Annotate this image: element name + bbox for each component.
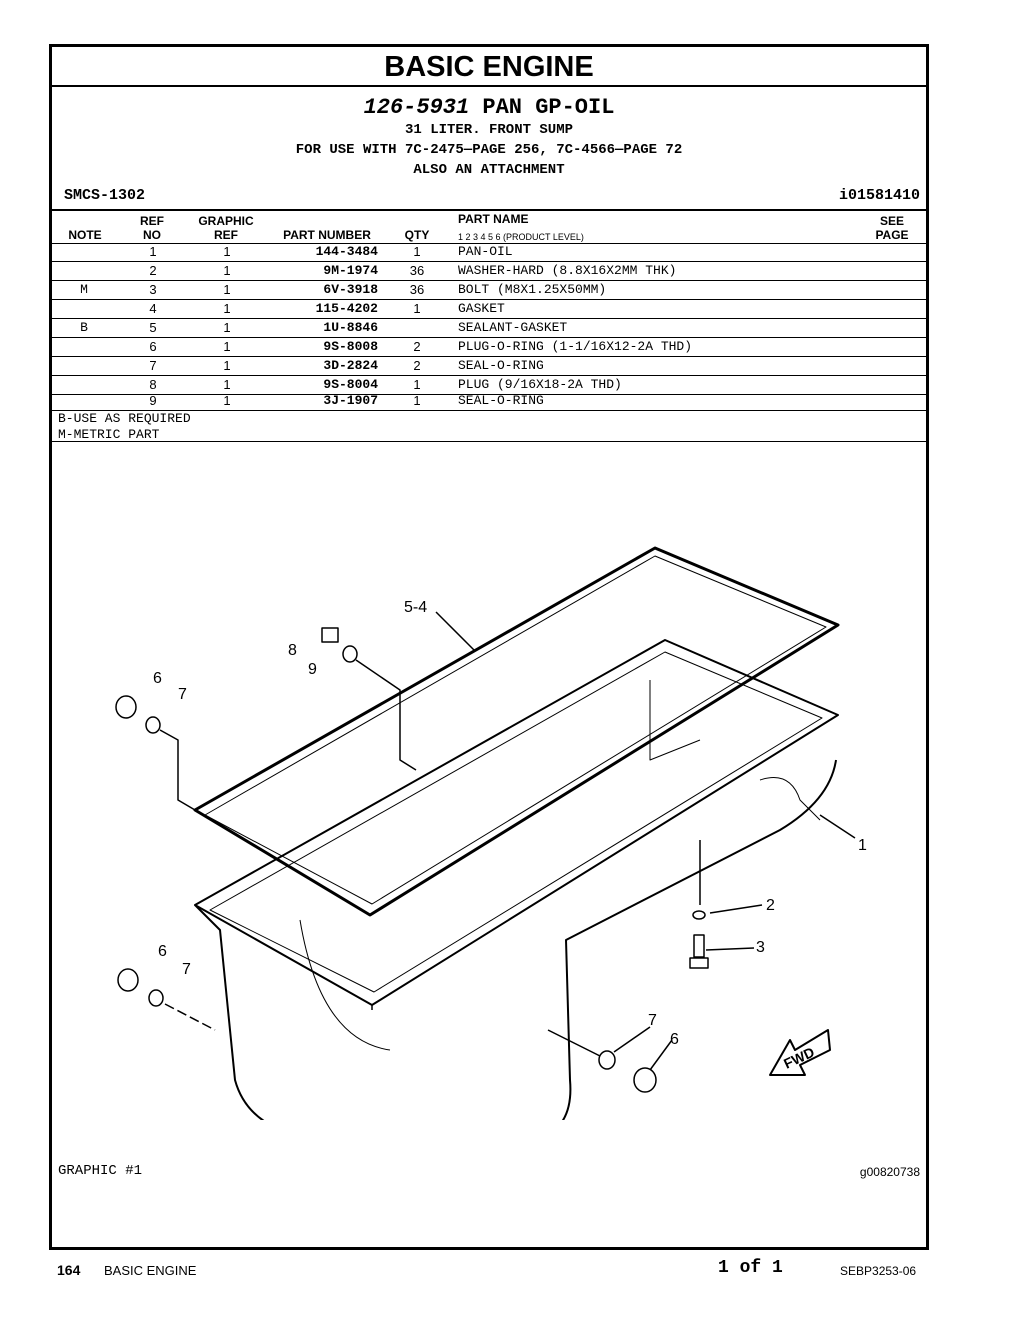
callout-9: 9 xyxy=(308,661,317,678)
gasket-outline xyxy=(193,546,840,917)
callout-2: 2 xyxy=(766,897,775,914)
graphic-id: g00820738 xyxy=(859,1165,920,1179)
bolt-and-washer xyxy=(689,840,709,969)
callout-3: 3 xyxy=(756,939,765,956)
callout-7-upper: 7 xyxy=(178,686,187,703)
oil-pan-exploded-drawing: 5-4 8 9 6 7 1 2 3 6 7 7 6 FWD xyxy=(115,546,867,1120)
smcs-code: SMCS-1302 xyxy=(64,187,146,204)
page-of: 1 of 1 xyxy=(718,1258,783,1278)
callout-6-side: 6 xyxy=(670,1031,679,1048)
subtitle-usage: FOR USE WITH 7C-2475—PAGE 256, 7C-4566—P… xyxy=(295,142,683,158)
callout-7-side: 7 xyxy=(648,1012,657,1029)
illustration-id: i01581410 xyxy=(838,187,920,204)
group-name: PAN GP-OIL xyxy=(482,95,615,120)
document-number: SEBP3253-06 xyxy=(840,1264,917,1278)
table-top-rule xyxy=(52,209,926,211)
callout-8: 8 xyxy=(288,642,297,659)
page-number: 164 xyxy=(57,1262,81,1278)
product-levels: 1 2 3 4 5 6 (PRODUCT LEVEL) xyxy=(458,232,584,242)
note-b: B-USE AS REQUIRED xyxy=(58,411,191,426)
plug-6-and-seal-7-upper xyxy=(115,695,196,811)
callout-6-lower: 6 xyxy=(158,943,167,960)
oil-pan-body xyxy=(194,680,837,1120)
group-title: 126-5931 PAN GP-OIL xyxy=(52,95,926,120)
fwd-arrow-icon xyxy=(769,1029,831,1076)
plug-6-and-seal-7-lower xyxy=(117,968,216,1031)
graphic-label: GRAPHIC #1 xyxy=(58,1163,143,1179)
header-note: NOTE xyxy=(68,228,102,242)
header-qty: QTY xyxy=(404,228,430,242)
subtitle-capacity: 31 LITER. FRONT SUMP xyxy=(404,122,574,138)
callout-5-4: 5-4 xyxy=(404,599,427,616)
header-rule xyxy=(52,243,926,244)
note-m: M-METRIC PART xyxy=(58,427,160,442)
header-part-name: PART NAME xyxy=(458,212,529,226)
plug-8-and-seal-9 xyxy=(321,627,417,771)
table-notes: B-USE AS REQUIRED M-METRIC PART xyxy=(58,411,191,443)
header-part-number: PART NUMBER xyxy=(283,228,371,242)
notes-rule xyxy=(52,441,926,442)
section-title: BASIC ENGINE xyxy=(52,47,926,87)
plug-6-and-seal-7-side xyxy=(547,1029,657,1093)
subtitle-attachment: ALSO AN ATTACHMENT xyxy=(413,162,565,178)
callout-1: 1 xyxy=(858,837,867,854)
document-frame: BASIC ENGINE 126-5931 PAN GP-OIL 31 LITE… xyxy=(49,44,929,1250)
callout-7-lower: 7 xyxy=(182,961,191,978)
callout-6-upper: 6 xyxy=(153,670,162,687)
group-number: 126-5931 xyxy=(363,95,470,120)
footer-section: BASIC ENGINE xyxy=(104,1263,197,1278)
